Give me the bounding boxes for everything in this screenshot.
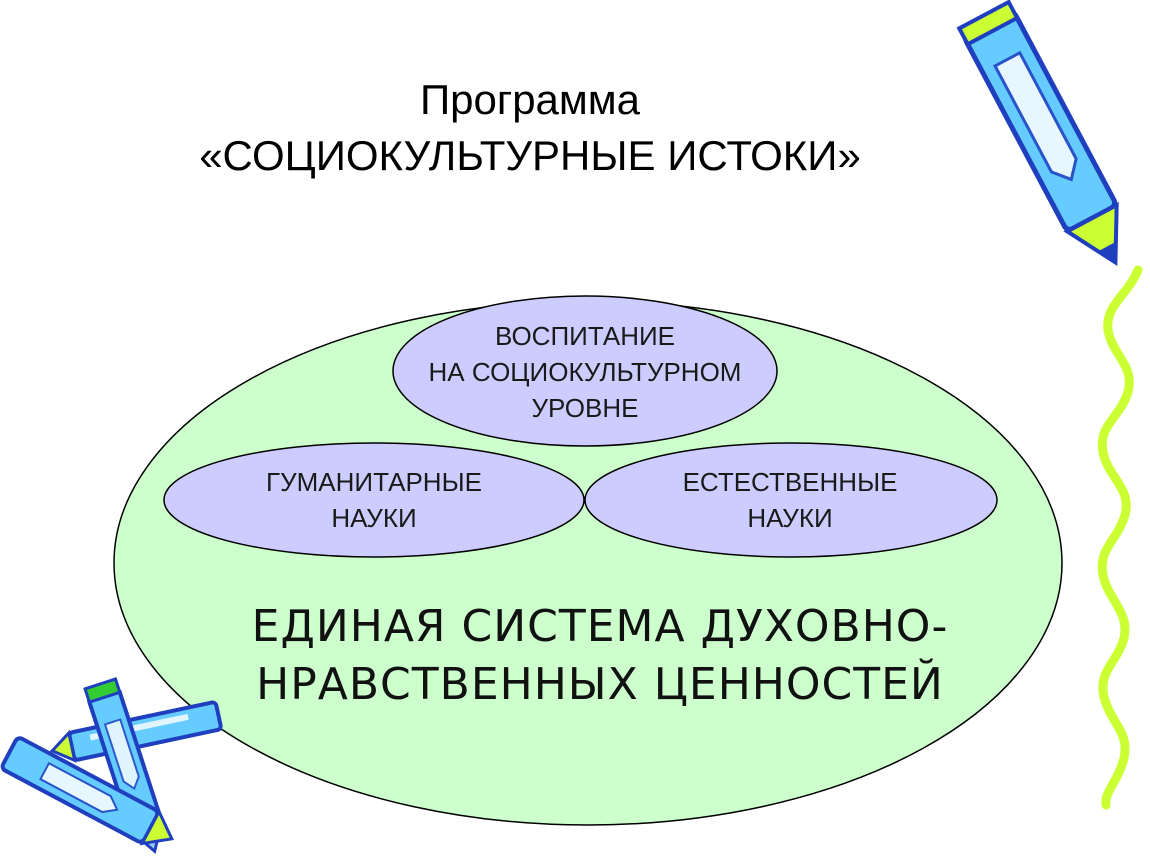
- left-oval-line-2: НАУКИ: [331, 503, 417, 533]
- pen-icon: [956, 0, 1119, 267]
- slide-title: Программа «СОЦИОКУЛЬТУРНЫЕ ИСТОКИ»: [60, 72, 1000, 184]
- left-oval-label: ГУМАНИТАРНЫЕ НАУКИ: [174, 464, 574, 536]
- left-oval: [163, 442, 585, 558]
- top-oval: [392, 295, 778, 447]
- outer-ellipse-label: ЕДИНАЯ СИСТЕМА ДУХОВНО- НРАВСТВЕННЫХ ЦЕН…: [180, 598, 1020, 714]
- pens-icon: [0, 677, 223, 855]
- title-line-2: «СОЦИОКУЛЬТУРНЫЕ ИСТОКИ»: [199, 132, 861, 179]
- top-oval-line-1: ВОСПИТАНИЕ: [494, 321, 676, 351]
- right-oval-line-1: ЕСТЕСТВЕННЫЕ: [682, 467, 898, 497]
- outer-line-2: НРАВСТВЕННЫХ ЦЕННОСТЕЙ: [256, 659, 944, 710]
- right-oval-line-2: НАУКИ: [747, 503, 833, 533]
- outer-line-1: ЕДИНАЯ СИСТЕМА ДУХОВНО-: [251, 601, 949, 652]
- wavy-line: [1097, 265, 1143, 810]
- top-oval-line-2: НА СОЦИОКУЛЬТУРНОМ: [428, 357, 742, 387]
- right-oval-label: ЕСТЕСТВЕННЫЕ НАУКИ: [590, 464, 990, 536]
- right-oval: [584, 442, 998, 558]
- title-line-1: Программа: [419, 76, 641, 123]
- left-oval-line-1: ГУМАНИТАРНЫЕ: [266, 467, 482, 497]
- top-oval-line-3: УРОВНЕ: [531, 393, 639, 423]
- top-oval-label: ВОСПИТАНИЕ НА СОЦИОКУЛЬТУРНОМ УРОВНЕ: [395, 318, 775, 426]
